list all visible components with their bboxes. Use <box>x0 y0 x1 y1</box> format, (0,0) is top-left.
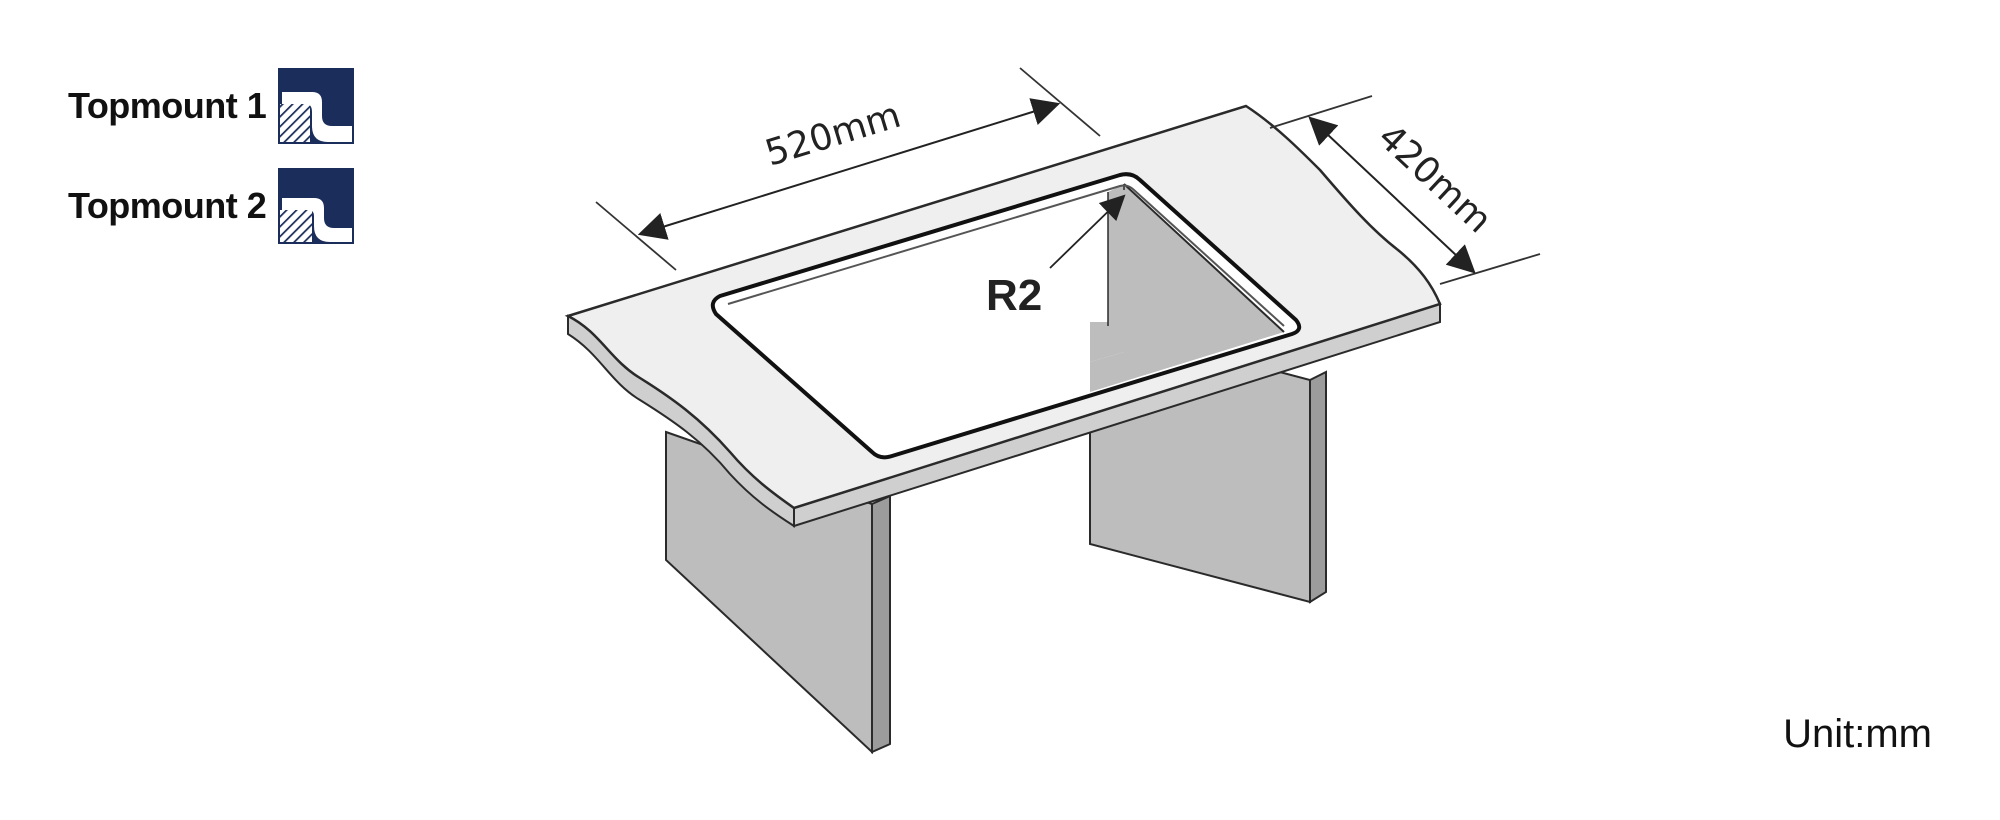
legend-item-topmount-2: Topmount 2 <box>68 166 355 246</box>
legend-label: Topmount 2 <box>68 185 267 226</box>
sink-cutout <box>710 172 1302 460</box>
legend-item-topmount-1: Topmount 1 <box>68 66 355 146</box>
length-label: 520mm <box>761 95 906 175</box>
corner-radius-callout: R2 <box>986 194 1126 320</box>
legend-label: Topmount 1 <box>68 85 267 126</box>
unit-label: Unit:mm <box>1783 712 1932 756</box>
topmount-2-icon <box>278 168 355 244</box>
topmount-1-icon <box>278 68 355 144</box>
width-label: 420mm <box>1370 117 1500 242</box>
corner-radius-label: R2 <box>986 271 1042 320</box>
